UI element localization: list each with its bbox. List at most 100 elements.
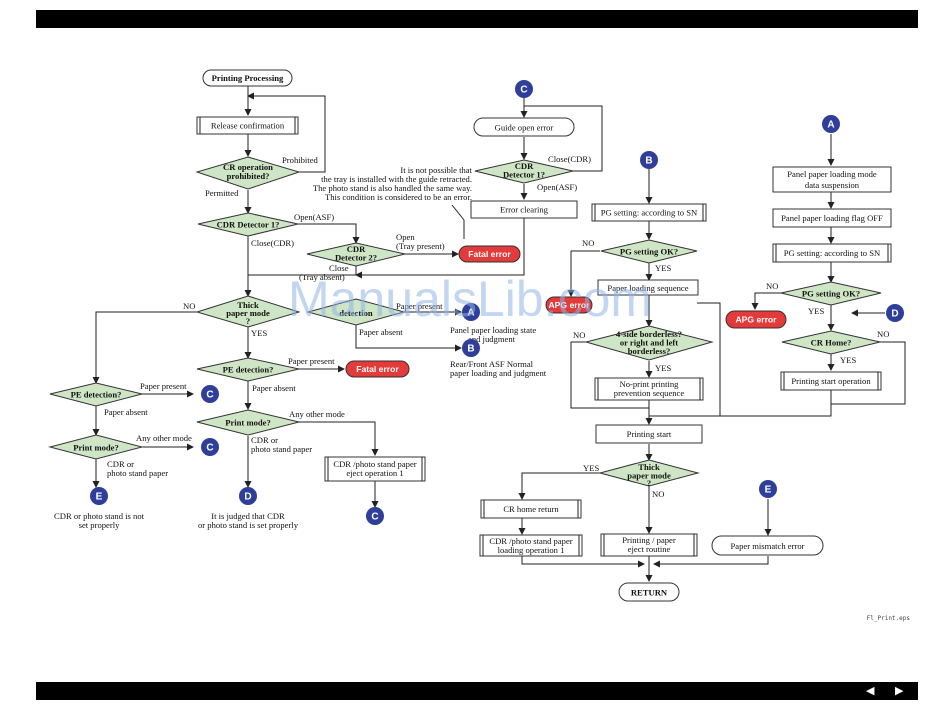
svg-text:PG setting OK?: PG setting OK? (802, 289, 860, 299)
svg-text:This condition is considered t: This condition is considered to be an er… (325, 192, 472, 202)
panel-judgment-text-2: and judgment (468, 334, 516, 344)
svg-text:prevention sequence: prevention sequence (614, 388, 685, 398)
svg-text:Thick: Thick (237, 300, 259, 310)
permitted-label: Permitted (205, 188, 239, 198)
prev-page-button[interactable]: ◀ (866, 684, 875, 697)
any-other-mode-label-left: Any other mode (136, 433, 192, 443)
svg-text:Printing start operation: Printing start operation (791, 376, 871, 386)
error-clearing-box: Error clearing (470, 200, 578, 219)
pg-setting-box-a: PG setting: according to SN (772, 243, 892, 263)
svg-text:?: ? (246, 316, 250, 326)
yes-label-thick: YES (251, 328, 267, 338)
file-tag: Fl_Print.eps (867, 615, 911, 622)
svg-text:C: C (371, 512, 378, 523)
connector-b-mid: B (462, 339, 480, 357)
cr-home-decision: CR Home? (781, 330, 881, 355)
svg-text:Detector 2?: Detector 2? (335, 253, 377, 263)
prohibited-label: Prohibited (282, 155, 319, 165)
connection-lines (92, 86, 906, 582)
paper-mismatch-terminal: Paper mismatch error (711, 535, 824, 556)
svg-text:PE detection?: PE detection? (223, 365, 274, 375)
cdr-or-label-left: CDR or (107, 459, 134, 469)
svg-text:D: D (244, 492, 251, 503)
any-other-mode-label: Any other mode (289, 409, 345, 419)
connector-c-eject: C (366, 507, 384, 525)
svg-text:CDR Detector 1?: CDR Detector 1? (217, 220, 280, 230)
paper-detection-decision: detection (306, 298, 406, 326)
svg-text:Release confirmation: Release confirmation (211, 121, 285, 131)
svg-text:Printing start: Printing start (627, 429, 672, 439)
no-label-4side: NO (573, 330, 585, 340)
connector-d-right: D (886, 304, 904, 322)
pg-ok-decision-a: PG setting OK? (780, 281, 882, 306)
yes-label-pg-b: YES (655, 263, 671, 273)
svg-text:the tray is installed with the: the tray is installed with the guide ret… (321, 174, 472, 184)
svg-text:CDR /photo stand paper: CDR /photo stand paper (333, 459, 416, 469)
watermark: ManualsLib.com (288, 271, 652, 327)
cdr-eject-box: CDR /photo stand paper eject operation 1 (324, 456, 426, 482)
no-label-thick-b: NO (652, 489, 664, 499)
paper-present-label: Paper present (288, 356, 335, 366)
thick-paper-mode-decision-b: Thick paper mode ? (598, 459, 700, 488)
close-cdr-label-b: Close(CDR) (548, 154, 591, 164)
svg-text:CDR /photo stand paper: CDR /photo stand paper (489, 536, 572, 546)
svg-text:Guide open error: Guide open error (495, 123, 554, 133)
connector-d-left: D (239, 487, 257, 505)
connector-b-top: B (640, 151, 658, 169)
svg-text:data suspension: data suspension (805, 180, 860, 190)
yes-label-4side: YES (655, 363, 671, 373)
connector-a-top: A (822, 115, 840, 133)
fatal-error-2: Fatal error (345, 360, 410, 378)
svg-text:Panel paper loading flag OFF: Panel paper loading flag OFF (781, 213, 883, 223)
apg-error-partial: APG error (545, 296, 593, 314)
paper-absent-label-mid: Paper absent (359, 327, 403, 337)
paper-present-label-left: Paper present (140, 381, 187, 391)
svg-text:CDR: CDR (347, 244, 366, 254)
no-label-crhome: NO (877, 329, 889, 339)
paper-present-label-mid: Paper present (396, 301, 443, 311)
judged-set-text-2: or photo stand is set properly (198, 520, 299, 530)
svg-text:Fatal error: Fatal error (468, 249, 511, 259)
svg-text:RETURN: RETURN (631, 588, 668, 598)
svg-text:No-print printing: No-print printing (620, 379, 680, 389)
svg-text:Print mode?: Print mode? (73, 443, 119, 453)
svg-text:A: A (467, 308, 474, 319)
svg-text:CDR: CDR (515, 161, 534, 171)
start-terminal: Printing Processing (202, 69, 293, 87)
cdr-or-label: CDR or (251, 435, 278, 445)
svg-text:detection: detection (339, 308, 373, 318)
cr-home-return-box: CR home return (480, 499, 582, 519)
svg-text:D: D (891, 309, 898, 320)
paper-absent-label-left: Paper absent (104, 407, 148, 417)
connector-e-right: E (759, 480, 777, 498)
cdr-loading-box: CDR /photo stand paper loading operation… (479, 534, 583, 557)
judged-set-text: It is judged that CDR (211, 511, 285, 521)
svg-text:Paper mismatch error: Paper mismatch error (731, 541, 805, 551)
close-tray-label: Close (329, 263, 349, 273)
no-label-pg-b: NO (582, 238, 594, 248)
svg-text:Panel paper loading mode: Panel paper loading mode (787, 169, 877, 179)
svg-text:CR operation: CR operation (223, 162, 273, 172)
svg-text:or right and left: or right and left (620, 338, 678, 348)
yes-label-pg-a: YES (808, 306, 824, 316)
cdr-or-label-2: photo stand paper (251, 444, 312, 454)
svg-text:CR home return: CR home return (503, 504, 559, 514)
no-label-thick: NO (183, 301, 195, 311)
pg-setting-box-b: PG setting: according to SN (591, 203, 707, 222)
svg-text:CR Home?: CR Home? (811, 338, 852, 348)
tray-note: It is not possible that the tray is inst… (313, 165, 473, 202)
printing-start-box: Printing start (595, 424, 703, 444)
svg-text:Fatal error: Fatal error (356, 364, 399, 374)
header-bar (36, 10, 918, 28)
next-page-button[interactable]: ▶ (895, 684, 904, 697)
svg-text:The photo stand is also handle: The photo stand is also handled the same… (313, 183, 472, 193)
svg-text:APG error: APG error (548, 300, 590, 310)
paper-absent-label: Paper absent (252, 383, 296, 393)
four-side-borderless-decision: 4-side borderless? or right and left bor… (584, 325, 714, 361)
svg-text:borderless?: borderless? (628, 346, 671, 356)
open-asf-label: Open(ASF) (294, 212, 334, 222)
release-confirmation-box: Release confirmation (196, 116, 299, 135)
rear-front-text-2: paper loading and judgment (450, 368, 547, 378)
svg-text:PG setting: according to SN: PG setting: according to SN (601, 208, 698, 218)
